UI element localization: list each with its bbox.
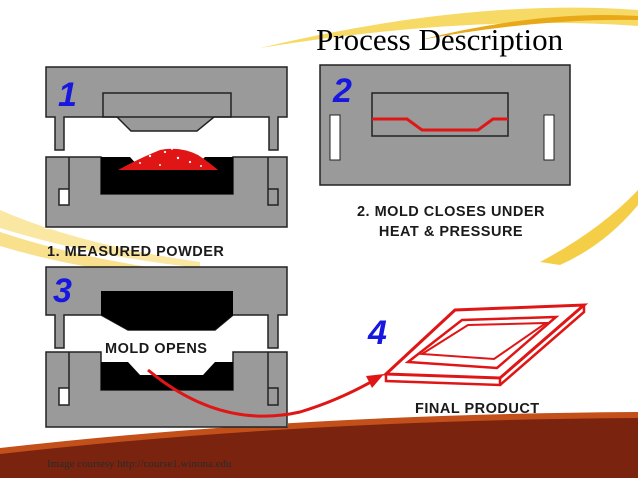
- image-credit: Image courtesy http://course1.winona.edu: [47, 458, 232, 470]
- step-number-2: 2: [333, 72, 352, 110]
- slide-title: Process Description: [316, 22, 564, 57]
- process-arrow: [147, 368, 384, 418]
- step-number-4: 4: [368, 314, 387, 352]
- caption-mold-closes-line2: HEAT & PRESSURE: [378, 224, 524, 240]
- caption-mold-closes-line1: 2. MOLD CLOSES UNDER: [356, 204, 546, 220]
- panel-3-mold-opens: [45, 266, 288, 428]
- caption-measured-powder: 1. MEASURED POWDER: [47, 244, 225, 260]
- caption-final-product: FINAL PRODUCT: [415, 401, 540, 417]
- footer-highlight: [0, 412, 638, 454]
- panel-1-measured-powder: [45, 66, 288, 229]
- step-number-3: 3: [53, 272, 72, 310]
- panel-4-final-product: [382, 303, 589, 387]
- caption-mold-opens: MOLD OPENS: [105, 341, 208, 357]
- panel-2-mold-closes: [319, 64, 571, 186]
- footer-band: [0, 416, 638, 478]
- step-number-1: 1: [58, 76, 77, 114]
